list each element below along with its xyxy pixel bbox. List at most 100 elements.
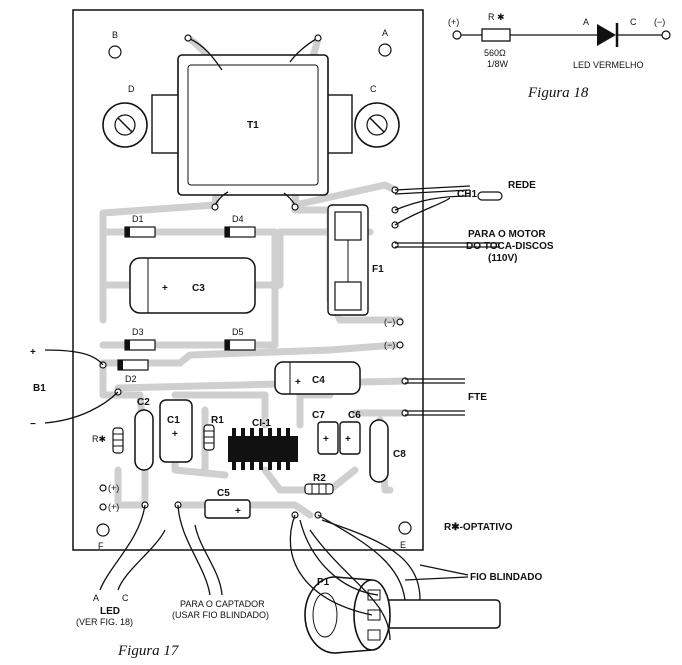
t1-lead: [187, 37, 223, 71]
f1-label: F1: [372, 264, 384, 275]
d3-label: D3: [132, 327, 144, 337]
fig18-led-cathode: C: [630, 17, 637, 27]
capacitor-c8: C8: [369, 419, 406, 483]
motor-label-3: (110V): [488, 253, 517, 264]
corner-label-f: F: [98, 541, 104, 551]
ch1-switch: [477, 191, 503, 201]
optional-note: R✱-OPTATIVO: [444, 522, 513, 533]
capacitor-c7: + C7: [312, 410, 339, 455]
t1-label: T1: [247, 120, 259, 131]
c1-label: C1: [167, 415, 180, 426]
c7-plus: +: [323, 434, 329, 445]
figure-17: B A F E T1 D C: [30, 9, 554, 659]
resistor-optional: R✱: [92, 427, 124, 454]
rede-label: REDE: [508, 180, 536, 191]
minus-label-top: (−): [384, 317, 395, 327]
mounting-hole-e: [398, 521, 412, 535]
led-wire: [117, 529, 166, 591]
c3-label: C3: [192, 283, 205, 294]
diode-d1: D1: [124, 214, 156, 238]
captador-label-1: PARA O CAPTADOR: [180, 599, 265, 609]
rede-wire: [394, 189, 471, 195]
fig18-resistor-label: R ✱: [488, 12, 505, 22]
rede-wire: [394, 195, 471, 211]
battery-minus: −: [30, 419, 36, 430]
capacitor-c1: C1 +: [159, 399, 193, 463]
ch1-label: CH1: [457, 189, 477, 200]
shielded-wire: [321, 519, 421, 601]
motor-label-2: DO TOCA-DISCOS: [466, 241, 554, 252]
plus-label-bottom: (+): [108, 502, 119, 512]
d5-label: D5: [232, 327, 244, 337]
battery-wire: [44, 349, 104, 366]
fig18-led-label: LED VERMELHO: [573, 60, 644, 70]
c4-plus: +: [295, 377, 301, 388]
shielded-pointer: [404, 576, 469, 581]
fuse-f1: F1: [327, 204, 384, 316]
rstar-label: R✱: [92, 434, 106, 444]
diode-d5: D5: [224, 327, 256, 351]
corner-label-b: B: [112, 30, 118, 40]
transformer-t1: T1 D C: [102, 54, 400, 196]
diode-d3: D3: [124, 327, 156, 351]
mounting-hole-f: [96, 523, 110, 537]
fig18-led-anode: A: [583, 17, 589, 27]
figure-18-caption: Figura 18: [527, 85, 589, 101]
shielded-label: FIO BLINDADO: [470, 572, 542, 583]
corner-label-d: D: [128, 84, 135, 94]
mounting-hole-a: [378, 43, 392, 57]
capacitor-c6: + C6: [339, 410, 361, 455]
led-d2: D2: [117, 359, 149, 384]
t1-lead: [289, 37, 319, 63]
c5-label: C5: [217, 488, 230, 499]
capacitor-c3: + C3: [129, 257, 256, 314]
corner-label-a: A: [382, 28, 388, 38]
fig18-resistor-power: 1/8W: [487, 59, 509, 69]
motor-label-1: PARA O MOTOR: [468, 229, 546, 240]
minus-label-bottom: (−): [384, 340, 395, 350]
led-pin-c: C: [122, 593, 129, 603]
corner-label-e: E: [400, 540, 406, 550]
led-symbol: [597, 24, 616, 46]
c8-label: C8: [393, 449, 406, 460]
rede-wire: [394, 197, 451, 226]
fig18-resistor: [481, 28, 511, 42]
c3-plus: +: [162, 283, 168, 294]
fig18-plus-terminal: [452, 30, 462, 40]
r2-label: R2: [313, 473, 326, 484]
led-wire: [99, 504, 146, 591]
led-ref-label: (VER FIG. 18): [76, 617, 133, 627]
fig18-resistor-value: 560Ω: [484, 48, 506, 58]
fte-label: FTE: [468, 392, 487, 403]
corner-label-c: C: [370, 84, 377, 94]
c7-label: C7: [312, 410, 325, 421]
captador-wire: [194, 524, 223, 596]
led-label: LED: [100, 606, 120, 617]
figure-18: (+) R ✱ 560Ω 1/8W A C (−) LED VERMELHO F…: [448, 12, 671, 101]
led-pin-a: A: [93, 593, 99, 603]
captador-wire: [177, 504, 211, 596]
b1-label: B1: [33, 383, 46, 394]
c6-plus: +: [345, 434, 351, 445]
shielded-pointer: [419, 564, 469, 576]
d1-label: D1: [132, 214, 144, 224]
resistor-r1: R1: [203, 415, 224, 451]
fig18-plus-label: (+): [448, 17, 459, 27]
ic-ci1: CI-1: [228, 418, 298, 470]
shielded-wire: [309, 529, 391, 641]
diode-d4: D4: [224, 214, 256, 238]
d4-label: D4: [232, 214, 244, 224]
plus-label-top: (+): [108, 483, 119, 493]
rede-wire: [394, 185, 471, 191]
c1-plus: +: [172, 429, 178, 440]
d2-label: D2: [125, 374, 137, 384]
c6-label: C6: [348, 410, 361, 421]
battery-wire: [44, 391, 119, 424]
c4-label: C4: [312, 375, 325, 386]
capacitor-c5: + C5: [204, 488, 251, 519]
c5-plus: +: [235, 506, 241, 517]
shielded-wire: [289, 514, 373, 616]
fig18-minus-terminal: [661, 30, 671, 40]
